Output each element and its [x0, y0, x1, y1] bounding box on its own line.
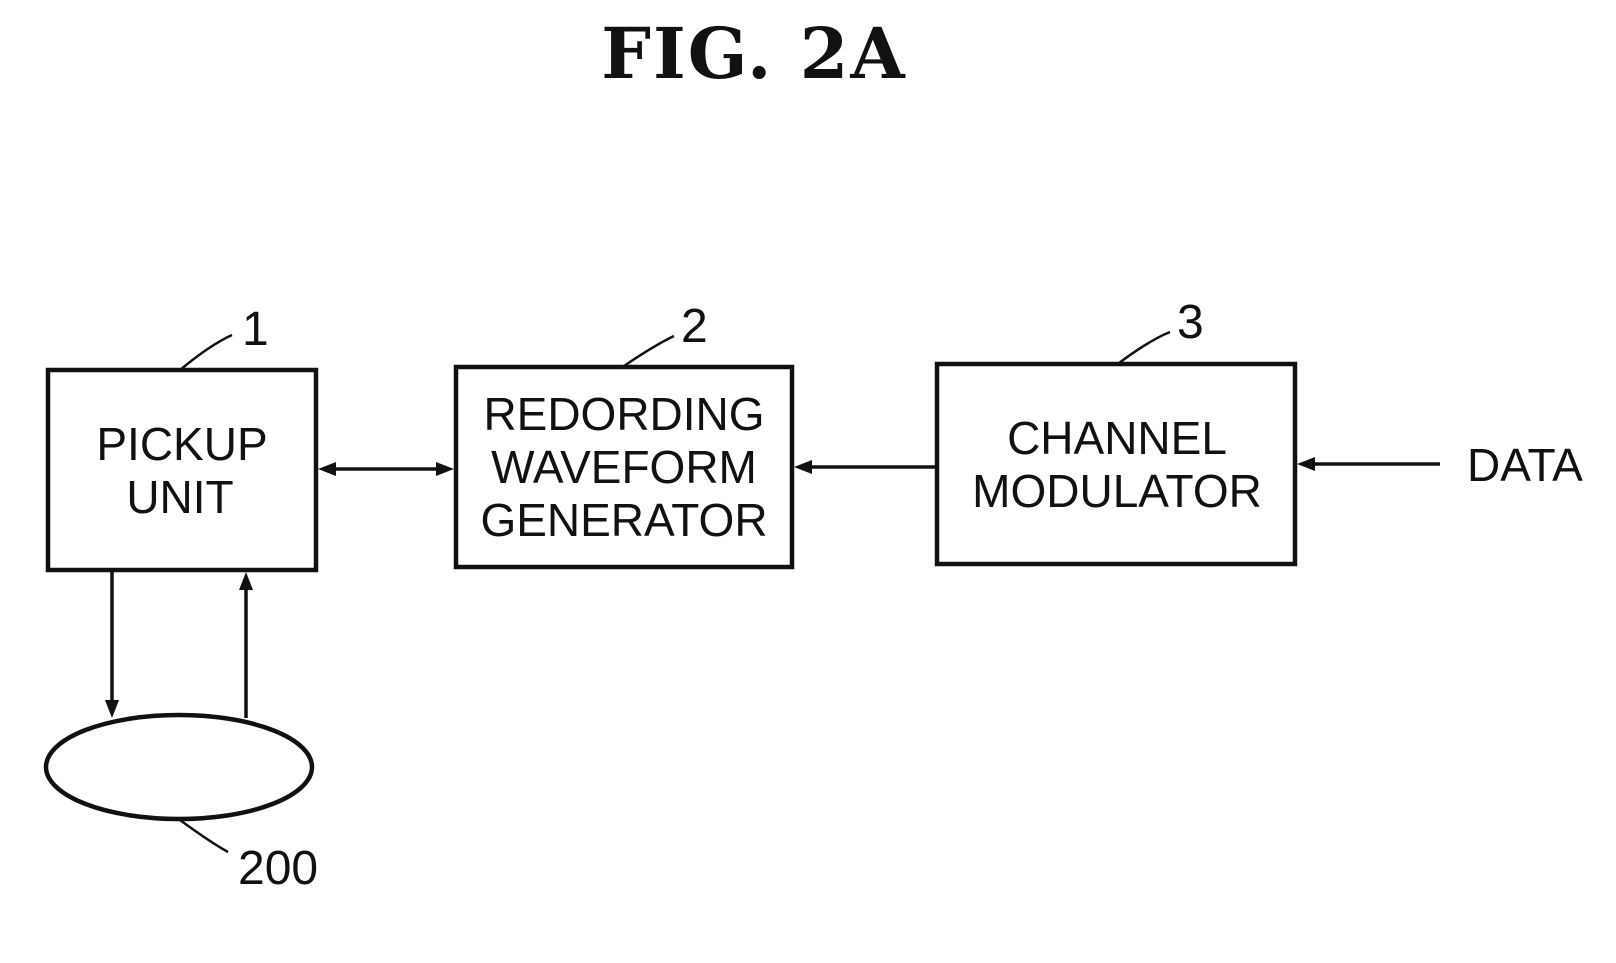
- waveform-generator-ref-leader: [624, 336, 674, 366]
- channel-modulator-ref-number: 3: [1177, 296, 1204, 349]
- disc-ref-number: 200: [238, 842, 318, 895]
- waveform-generator-block: REDORDING WAVEFORM GENERATOR 2: [456, 300, 792, 567]
- pickup-unit-ref-number: 1: [242, 303, 269, 356]
- modulator-to-waveform-arrow: [794, 460, 936, 474]
- channel-modulator-box: [937, 364, 1295, 564]
- pickup-unit-label-line1: PICKUP: [96, 418, 267, 470]
- channel-modulator-label-line2: MODULATOR: [972, 465, 1262, 517]
- arrowhead-up: [239, 572, 253, 590]
- channel-modulator-label-line1: CHANNEL: [1007, 412, 1227, 464]
- pickup-to-disc-arrow: [105, 572, 119, 718]
- pickup-unit-label-line2: UNIT: [126, 471, 233, 523]
- channel-modulator-ref-leader: [1119, 332, 1170, 363]
- arrowhead-down: [105, 700, 119, 718]
- waveform-generator-label-line2: WAVEFORM: [491, 441, 757, 493]
- waveform-generator-ref-number: 2: [681, 300, 708, 353]
- data-input-label: DATA: [1467, 439, 1583, 491]
- pickup-unit-ref-leader: [180, 335, 232, 370]
- disc-to-pickup-arrow: [239, 572, 253, 718]
- figure-title: FIG. 2A: [601, 12, 906, 95]
- recording-medium-disc: 200: [46, 715, 318, 895]
- pickup-unit-box: [48, 370, 316, 570]
- disc-ref-leader: [180, 820, 228, 852]
- pickup-waveform-bidirectional-arrow: [318, 462, 454, 476]
- arrowhead-left: [794, 460, 812, 474]
- arrowhead-left: [318, 462, 336, 476]
- disc-ellipse: [46, 715, 312, 819]
- arrowhead-right: [436, 462, 454, 476]
- waveform-generator-label-line1: REDORDING: [483, 388, 764, 440]
- arrowhead-left: [1297, 457, 1315, 471]
- waveform-generator-label-line3: GENERATOR: [480, 494, 767, 546]
- channel-modulator-block: CHANNEL MODULATOR 3: [937, 296, 1295, 564]
- pickup-unit-block: PICKUP UNIT 1: [48, 303, 316, 570]
- data-input-arrow: [1297, 457, 1440, 471]
